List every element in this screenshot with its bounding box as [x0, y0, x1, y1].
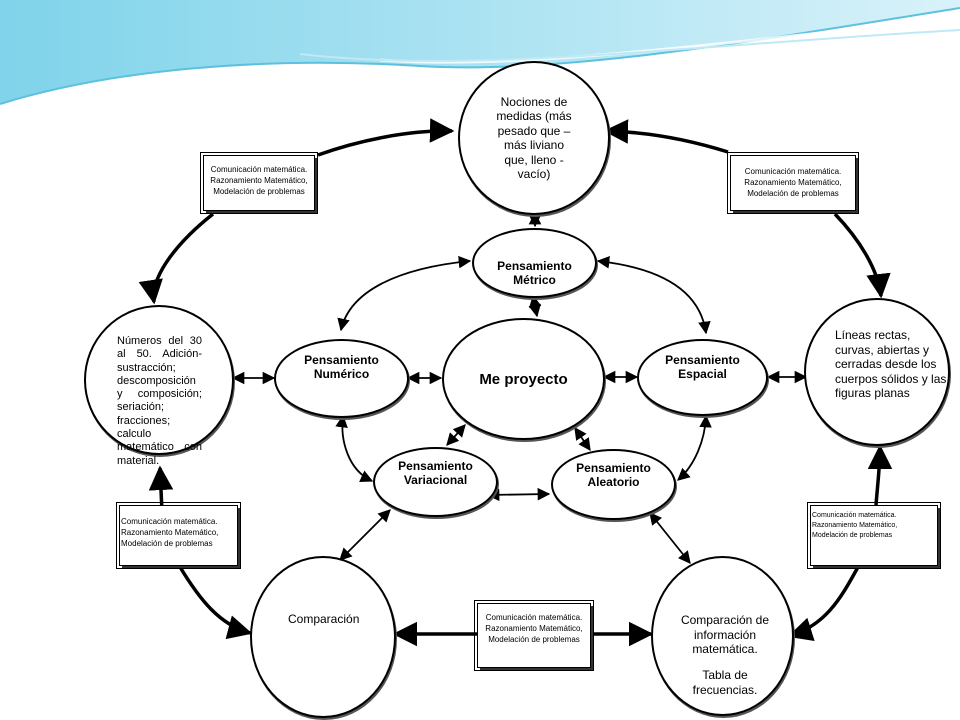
competence-line-3: Modelación de problemas [213, 187, 305, 196]
competence-line-3: Modelación de problemas [747, 189, 839, 198]
competence-box-top-left: Comunicación matemática. Razonamiento Ma… [200, 152, 318, 214]
header-wave-decoration [0, 0, 960, 105]
node-nociones-de-medidas: Nociones de medidas (más pesado que – má… [458, 61, 610, 215]
competence-line-2: Razonamiento Matemático, [121, 528, 219, 537]
competence-box-left: Comunicación matemática. Razonamiento Ma… [116, 502, 241, 569]
node-lineas-text: Líneas rectas, curvas, abiertas y cerrad… [835, 328, 947, 401]
node-numerico-label: Pensamiento Numérico [304, 353, 379, 381]
competence-line-2: Razonamiento Matemático, [485, 624, 583, 633]
node-numeros-text: Números del 30 al 50. Adición- sustracci… [117, 335, 202, 467]
competence-line-2: Razonamiento Matemático, [744, 178, 842, 187]
node-pensamiento-espacial: Pensamiento Espacial [637, 339, 768, 416]
node-comparacion: Comparación [250, 556, 396, 718]
node-lineas: Líneas rectas, curvas, abiertas y cerrad… [804, 298, 950, 446]
competence-box-right: Comunicación matemática. Razonamiento Ma… [807, 502, 941, 569]
competence-line-3: Modelación de problemas [121, 539, 213, 548]
competence-line-3: Modelación de problemas [812, 532, 893, 539]
node-pensamiento-metrico: Pensamiento Métrico [472, 228, 597, 298]
competence-line-1: Comunicación matemática. [812, 512, 897, 519]
inner-arrows [231, 211, 808, 564]
competence-line-1: Comunicación matemática. [744, 167, 842, 176]
node-comparacion-informacion: Comparación de información matemática. T… [651, 556, 794, 716]
competence-line-2: Razonamiento Matemático, [812, 522, 898, 529]
node-variacional-label: Pensamiento Variacional [398, 459, 473, 487]
node-pensamiento-variacional: Pensamiento Variacional [373, 447, 498, 517]
competence-box-top-right: Comunicación matemática. Razonamiento Ma… [727, 152, 859, 214]
node-aleatorio-label: Pensamiento Aleatorio [576, 461, 651, 489]
node-nociones-text: Nociones de medidas (más pesado que – má… [496, 94, 572, 182]
node-me-proyecto: Me proyecto [442, 318, 605, 440]
node-comparacion-info-text: Comparación de información matemática. [680, 613, 770, 656]
node-pensamiento-aleatorio: Pensamiento Aleatorio [551, 449, 676, 520]
competence-line-3: Modelación de problemas [488, 635, 580, 644]
competence-line-1: Comunicación matemática. [485, 613, 583, 622]
competence-box-bottom: Comunicación matemática. Razonamiento Ma… [474, 600, 594, 671]
node-comparacion-text: Comparación [288, 612, 360, 626]
node-pensamiento-numerico: Pensamiento Numérico [274, 339, 409, 418]
node-espacial-label: Pensamiento Espacial [665, 353, 740, 381]
node-metrico-label: Pensamiento Métrico [497, 259, 572, 287]
competence-line-2: Razonamiento Matemático, [210, 176, 308, 185]
competence-line-1: Comunicación matemática. [210, 165, 308, 174]
center-label: Me proyecto [479, 370, 568, 388]
competence-line-1: Comunicación matemática. [121, 517, 218, 526]
node-numeros: Números del 30 al 50. Adición- sustracci… [84, 305, 234, 467]
node-tabla-frecuencias-text: Tabla de frecuencias. [692, 668, 758, 697]
outer-ring-arrows [138, 118, 893, 647]
